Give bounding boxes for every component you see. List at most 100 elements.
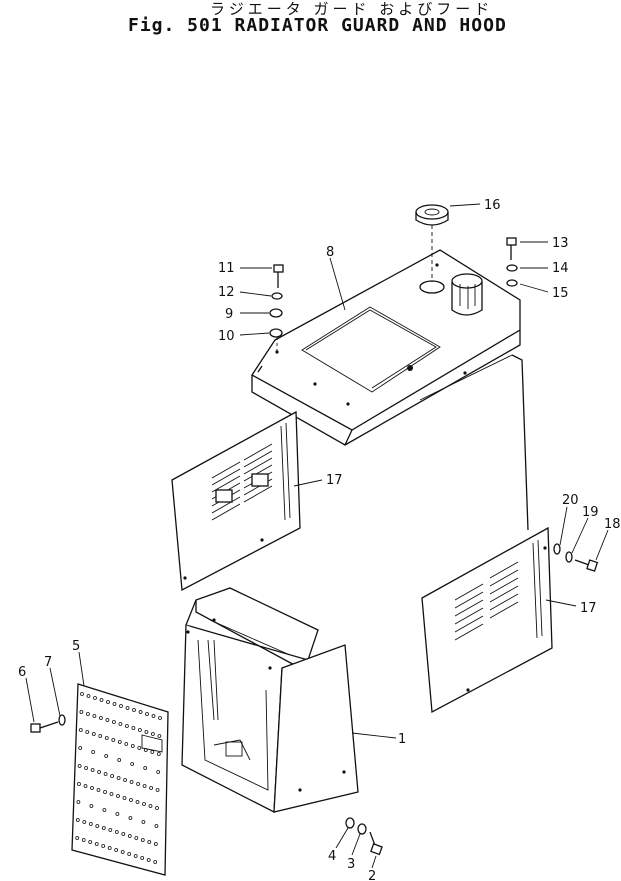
perforation-hole	[141, 820, 146, 824]
perforation-hole	[138, 710, 143, 714]
perforation-hole	[125, 706, 130, 710]
perforation-hole	[85, 730, 90, 734]
perforation-hole	[142, 802, 146, 806]
perforation-hole	[78, 728, 83, 732]
perforation-hole	[91, 732, 96, 736]
part-label: 14	[552, 261, 569, 276]
part-label: 6	[18, 665, 26, 680]
perforation-hole	[81, 838, 86, 842]
perforation-hole	[107, 846, 112, 850]
perforation-hole	[106, 700, 110, 704]
perforation-hole	[80, 692, 84, 696]
perforation-hole	[93, 696, 97, 700]
leader-lines	[25, 203, 609, 869]
perforation-hole	[132, 708, 136, 712]
perforation-hole	[86, 712, 90, 716]
perforation-hole	[95, 824, 100, 828]
perforation-hole	[128, 816, 133, 820]
perforation-hole	[110, 774, 114, 778]
part-label: 2	[368, 869, 376, 881]
perforated-panel-drawing	[71, 683, 169, 876]
hood-drawing	[251, 249, 521, 446]
perforation-hole	[88, 822, 93, 826]
perforation-hole	[79, 710, 84, 714]
part-label: 20	[562, 493, 579, 508]
part-label: 12	[218, 285, 235, 300]
perforation-hole	[89, 804, 94, 808]
part-label: 5	[72, 639, 80, 654]
perforation-hole	[157, 734, 162, 738]
perforation-hole	[101, 826, 106, 830]
cap-drawing	[415, 204, 449, 282]
side-cover-left-drawing	[171, 410, 301, 592]
part-label: 4	[328, 849, 336, 864]
perforation-hole	[144, 730, 149, 734]
perforation-hole	[76, 800, 81, 804]
perforation-hole	[148, 804, 153, 808]
perforation-hole	[149, 786, 154, 790]
perforation-hole	[98, 734, 103, 738]
perforation-hole	[119, 704, 123, 708]
perforation-hole	[75, 818, 80, 822]
perforation-hole	[105, 718, 110, 722]
perforation-hole	[155, 806, 159, 810]
perforation-hole	[82, 820, 87, 824]
perforation-hole	[114, 848, 119, 852]
perforation-hole	[91, 750, 96, 754]
part-label: 18	[604, 517, 621, 532]
perforation-hole	[140, 838, 145, 842]
perforation-hole	[90, 786, 94, 790]
perforation-hole	[78, 746, 83, 750]
perforation-hole	[142, 784, 147, 788]
part-label: 17	[580, 601, 597, 616]
figure-title: Fig. 501 RADIATOR GUARD AND HOOD	[128, 15, 507, 36]
perforation-hole	[135, 800, 140, 804]
perforation-hole	[130, 744, 135, 748]
perforation-hole	[77, 782, 81, 786]
perforation-hole	[84, 766, 88, 770]
perforation-hole	[116, 776, 121, 780]
perforation-hole	[130, 762, 135, 766]
part-label: 8	[326, 245, 334, 260]
perforation-hole	[102, 808, 107, 812]
perforation-hole	[111, 738, 116, 742]
radiator-guard-drawing	[181, 587, 359, 814]
perforation-hole	[133, 854, 138, 858]
perforation-hole	[153, 842, 158, 846]
perforation-hole	[151, 714, 156, 718]
perforation-hole	[96, 788, 101, 792]
perforation-hole	[156, 770, 161, 774]
perforation-hole	[112, 720, 116, 724]
part-labels: 16 13 14 15 11 12 9 10 8 17 17 1 5 7 6 2…	[18, 198, 621, 881]
perforation-hole	[158, 716, 162, 720]
perforation-hole	[145, 712, 149, 716]
perforation-hole	[147, 840, 152, 844]
perforation-hole	[137, 746, 142, 750]
perforation-hole	[156, 752, 161, 756]
perforation-hole	[118, 722, 123, 726]
perforation-hole	[83, 784, 88, 788]
perforation-hole	[129, 780, 134, 784]
perforation-hole	[125, 724, 129, 728]
perforation-hole	[97, 770, 101, 774]
part-label: 11	[218, 261, 235, 276]
perforation-hole	[92, 714, 97, 718]
perforation-hole	[140, 856, 145, 860]
perforation-hole	[115, 812, 120, 816]
perforation-hole	[127, 834, 132, 838]
perforation-hole	[117, 740, 122, 744]
perforation-hole	[117, 758, 122, 762]
perforation-hole	[114, 830, 119, 834]
perforation-hole	[86, 694, 91, 698]
part-label: 3	[347, 857, 355, 872]
part-label: 19	[582, 505, 599, 520]
hardware-drawing	[30, 237, 599, 856]
perforation-hole	[122, 796, 127, 800]
part-label: 15	[552, 286, 569, 301]
perforation-hole	[77, 764, 82, 768]
perforation-hole	[108, 828, 113, 832]
perforation-hole	[146, 858, 151, 862]
perforation-hole	[88, 840, 93, 844]
perforation-hole	[109, 792, 114, 796]
perforation-hole	[134, 836, 139, 840]
